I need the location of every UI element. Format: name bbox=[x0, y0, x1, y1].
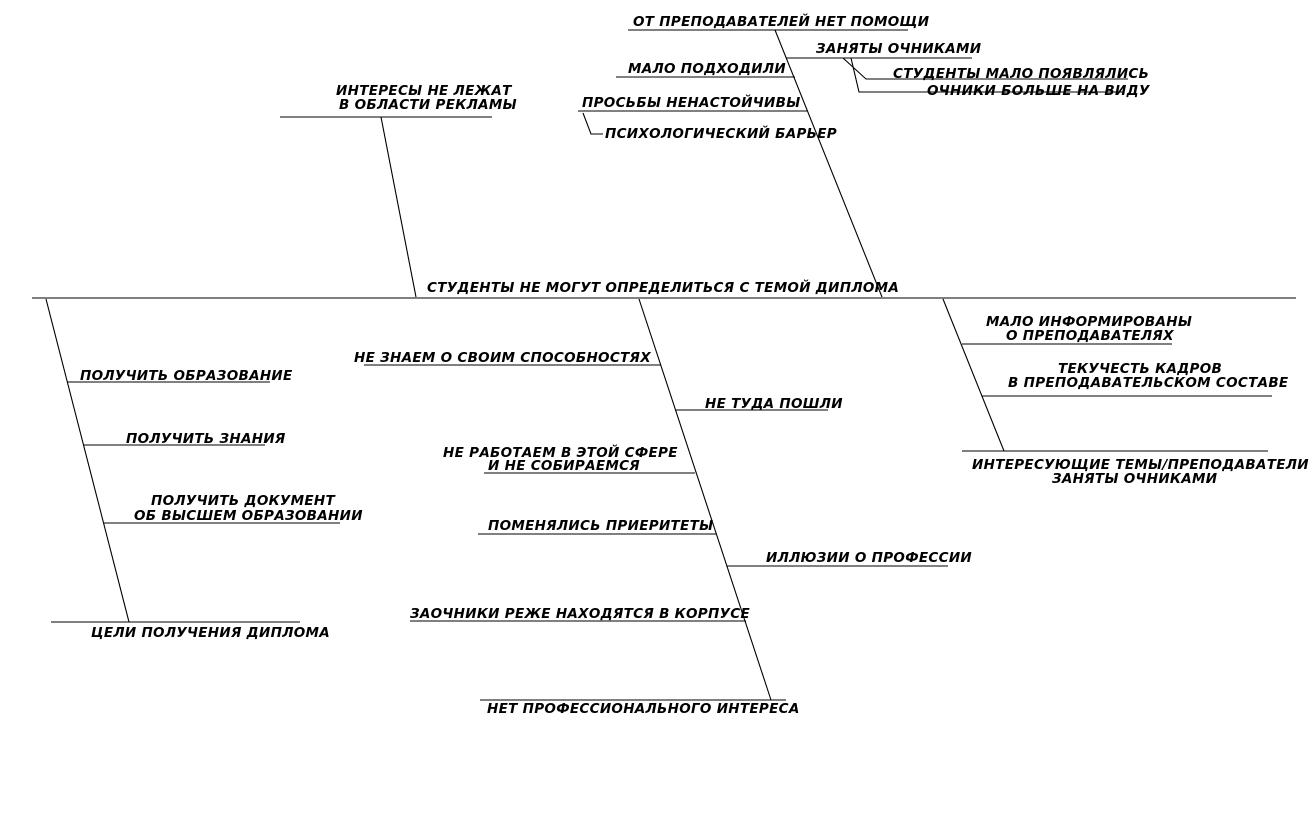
cause-informed-label-2: О ПРЕПОДАВАТЕЛЯХ bbox=[1006, 328, 1174, 344]
bottom-middle-branch-line bbox=[638, 298, 772, 701]
top-right-branch-line bbox=[774, 29, 883, 298]
cause-psych-barrier-connector bbox=[582, 112, 603, 135]
cause-students-rarely-connector bbox=[842, 57, 1128, 80]
bottom-right-branch-label-1: ИНТЕРЕСУЮЩИЕ ТЕМЫ/ПРЕПОДАВАТЕЛИ bbox=[972, 457, 1309, 473]
cause-busy-label: ЗАНЯТЫ ОЧНИКАМИ bbox=[816, 41, 982, 57]
cause-turnover-label-1: ТЕКУЧЕСТЬ КАДРОВ bbox=[1058, 361, 1222, 377]
problem-label: СТУДЕНТЫ НЕ МОГУТ ОПРЕДЕЛИТЬСЯ С ТЕМОЙ Д… bbox=[427, 279, 899, 296]
cause-fulltime-visible-connector bbox=[850, 57, 1124, 93]
bottom-right-branch-label-2: ЗАНЯТЫ ОЧНИКАМИ bbox=[1052, 471, 1218, 487]
cause-document-label-2: ОБ ВЫСШЕМ ОБРАЗОВАНИИ bbox=[134, 508, 363, 524]
cause-turnover-label-2: В ПРЕПОДАВАТЕЛЬСКОМ СОСТАВЕ bbox=[1008, 375, 1289, 391]
bottom-left-branch-label: ЦЕЛИ ПОЛУЧЕНИЯ ДИПЛОМА bbox=[91, 625, 330, 641]
bottom-left-branch-line bbox=[45, 298, 130, 623]
cause-distance-label: ЗАОЧНИКИ РЕЖЕ НАХОДЯТСЯ В КОРПУСЕ bbox=[410, 606, 750, 622]
cause-rarely-approached-label: МАЛО ПОДХОДИЛИ bbox=[628, 61, 786, 77]
cause-document-label-1: ПОЛУЧИТЬ ДОКУМЕНТ bbox=[151, 493, 336, 509]
top-right-branch-label: ОТ ПРЕПОДАВАТЕЛЕЙ НЕТ ПОМОЩИ bbox=[633, 13, 930, 30]
cause-education-label: ПОЛУЧИТЬ ОБРАЗОВАНИЕ bbox=[80, 368, 293, 384]
bottom-right-branch-line bbox=[942, 298, 1005, 452]
top-left-branch-label-2: В ОБЛАСТИ РЕКЛАМЫ bbox=[339, 97, 517, 113]
cause-wrong-choice-label: НЕ ТУДА ПОШЛИ bbox=[705, 396, 843, 412]
cause-illusions-label: ИЛЛЮЗИИ О ПРОФЕССИИ bbox=[766, 550, 972, 566]
top-left-branch-line bbox=[380, 116, 417, 298]
cause-informed-label-1: МАЛО ИНФОРМИРОВАНЫ bbox=[986, 314, 1192, 330]
cause-requests-weak-label: ПРОСЬБЫ НЕНАСТОЙЧИВЫ bbox=[582, 94, 801, 111]
top-left-branch-label-1: ИНТЕРЕСЫ НЕ ЛЕЖАТ bbox=[336, 83, 513, 99]
cause-abilities-label: НЕ ЗНАЕМ О СВОИМ СПОСОБНОСТЯХ bbox=[354, 350, 651, 366]
cause-students-rarely-label: СТУДЕНТЫ МАЛО ПОЯВЛЯЛИСЬ bbox=[893, 66, 1149, 82]
cause-not-working-label-2: И НЕ СОБИРАЕМСЯ bbox=[488, 458, 640, 474]
bottom-middle-branch-label: НЕТ ПРОФЕССИОНАЛЬНОГО ИНТЕРЕСА bbox=[487, 701, 800, 717]
cause-not-working-label-1: НЕ РАБОТАЕМ В ЭТОЙ СФЕРЕ bbox=[443, 444, 678, 461]
cause-fulltime-visible-label: ОЧНИКИ БОЛЬШЕ НА ВИДУ bbox=[927, 83, 1150, 99]
cause-priorities-label: ПОМЕНЯЛИСЬ ПРИЕРИТЕТЫ bbox=[488, 518, 713, 534]
cause-knowledge-label: ПОЛУЧИТЬ ЗНАНИЯ bbox=[126, 431, 286, 447]
cause-psych-barrier-label: ПСИХОЛОГИЧЕСКИЙ БАРЬЕР bbox=[605, 125, 837, 142]
